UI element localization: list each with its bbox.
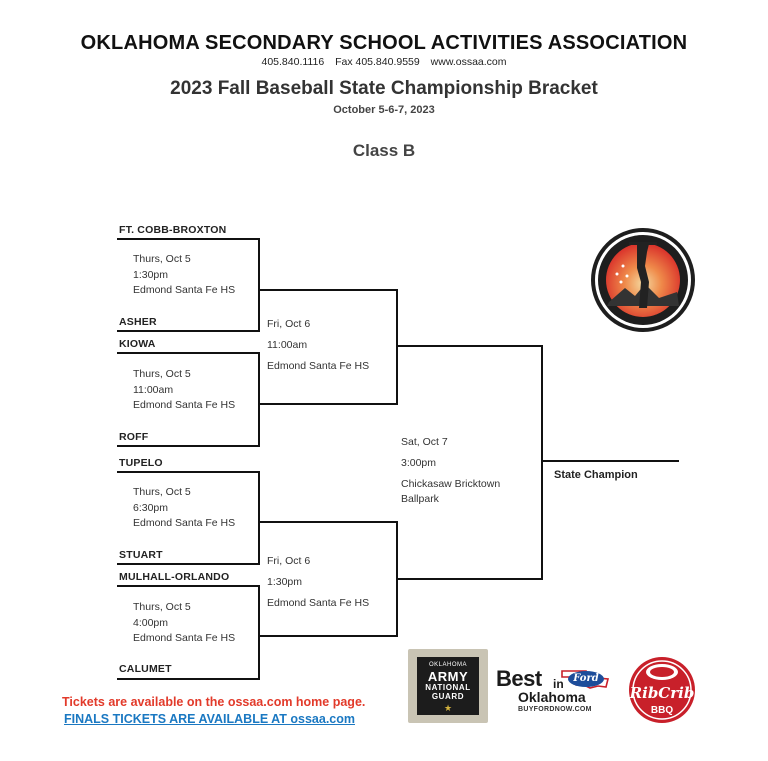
ossaa-seal-icon (591, 228, 695, 332)
game1-info: Thurs, Oct 5 1:30pm Edmond Santa Fe HS (133, 252, 235, 299)
guard-army: ARMY (427, 669, 469, 684)
class-label: Class B (352, 141, 416, 160)
state-champion-label: State Champion (554, 469, 638, 481)
team-calumet: CALUMET (119, 663, 172, 675)
fax-number: Fax 405.840.9559 (335, 56, 420, 68)
final-day: Sat, Oct 7 (401, 436, 448, 448)
game4-venue: Edmond Santa Fe HS (133, 632, 236, 644)
tournament-dates: October 5-6-7, 2023 (333, 104, 435, 116)
semifinal2-day: Fri, Oct 6 (267, 555, 311, 567)
semifinal1-day: Fri, Oct 6 (267, 318, 311, 330)
team-ft-cobb-broxton: FT. COBB-BROXTON (119, 224, 227, 236)
team-mulhall-orlando: MULHALL-ORLANDO (119, 571, 230, 583)
contact-line: 405.840.1116 Fax 405.840.9559 www.ossaa.… (0, 56, 768, 68)
semifinal2-info: Fri, Oct 6 1:30pm Edmond Santa Fe HS (267, 551, 369, 614)
ribcrib-badge-icon: RibCrib BBQ (629, 657, 695, 723)
ford-best-text: Best (496, 666, 542, 691)
semifinal1-venue: Edmond Santa Fe HS (267, 360, 370, 372)
ford-oval-logo: Ford (568, 671, 604, 687)
semifinal2-time: 1:30pm (267, 576, 303, 588)
ribcrib-bbq: BBQ (651, 705, 673, 716)
team-kiowa: KIOWA (119, 338, 156, 350)
game4-day: Thurs, Oct 5 (133, 601, 191, 613)
ford-in-text: in (553, 677, 564, 691)
tickets-notice: Tickets are available on the ossaa.com h… (62, 695, 366, 709)
army-national-guard-logo: OKLAHOMA ARMY NATIONAL GUARD ★ (408, 649, 488, 723)
guard-badge: OKLAHOMA ARMY NATIONAL GUARD ★ (417, 657, 479, 715)
game1-day: Thurs, Oct 5 (133, 253, 191, 265)
guard-line2: GUARD (431, 692, 465, 701)
semifinal1-info: Fri, Oct 6 11:00am Edmond Santa Fe HS (267, 314, 369, 377)
game1-time: 1:30pm (133, 268, 169, 281)
website-text: www.ossaa.com (430, 56, 507, 68)
ossaa-logo (587, 222, 699, 334)
phone-number: 405.840.1116 (261, 56, 325, 68)
team-roff: ROFF (119, 431, 149, 443)
game4-info: Thurs, Oct 5 4:00pm Edmond Santa Fe HS (133, 600, 235, 647)
semifinal2-venue: Edmond Santa Fe HS (267, 597, 370, 609)
game2-day: Thurs, Oct 5 (133, 368, 191, 380)
game2-info: Thurs, Oct 5 11:00am Edmond Santa Fe HS (133, 367, 235, 414)
game2-time: 11:00am (133, 383, 174, 396)
semifinal1-time: 11:00am (267, 339, 308, 351)
ford-dealers-logo: Best in Ford Oklahoma BUYFORDNOW.COM (496, 664, 614, 716)
guard-line1: NATIONAL (425, 683, 471, 692)
game3-day: Thurs, Oct 5 (133, 486, 191, 498)
game3-time: 6:30pm (133, 501, 169, 514)
ribcrib-name: RibCrib (629, 684, 695, 702)
final-venue: Chickasaw Bricktown Ballpark (401, 477, 500, 507)
bracket-title: 2023 Fall Baseball State Championship Br… (170, 78, 598, 99)
organization-name: OKLAHOMA SECONDARY SCHOOL ACTIVITIES ASS… (80, 32, 688, 54)
ford-url-text: BUYFORDNOW.COM (518, 706, 592, 713)
ford-oklahoma-text: Oklahoma (518, 689, 586, 705)
team-stuart: STUART (119, 549, 163, 561)
final-venue-line2: Ballpark (401, 493, 439, 505)
guard-state: OKLAHOMA (428, 662, 467, 668)
game1-venue: Edmond Santa Fe HS (133, 284, 236, 296)
final-venue-line1: Chickasaw Bricktown (401, 478, 501, 490)
star-icon: ★ (443, 703, 453, 713)
team-asher: ASHER (119, 316, 157, 328)
game3-info: Thurs, Oct 5 6:30pm Edmond Santa Fe HS (133, 485, 235, 532)
game3-venue: Edmond Santa Fe HS (133, 517, 236, 529)
game4-time: 4:00pm (133, 616, 169, 629)
final-info: Sat, Oct 7 3:00pm Chickasaw Bricktown Ba… (401, 432, 500, 507)
game2-venue: Edmond Santa Fe HS (133, 399, 236, 411)
ribcrib-logo: RibCrib BBQ (624, 652, 700, 724)
finals-tickets-link[interactable]: FINALS TICKETS ARE AVAILABLE AT ossaa.co… (64, 712, 355, 726)
team-tupelo: TUPELO (119, 457, 163, 469)
final-time: 3:00pm (401, 457, 437, 469)
